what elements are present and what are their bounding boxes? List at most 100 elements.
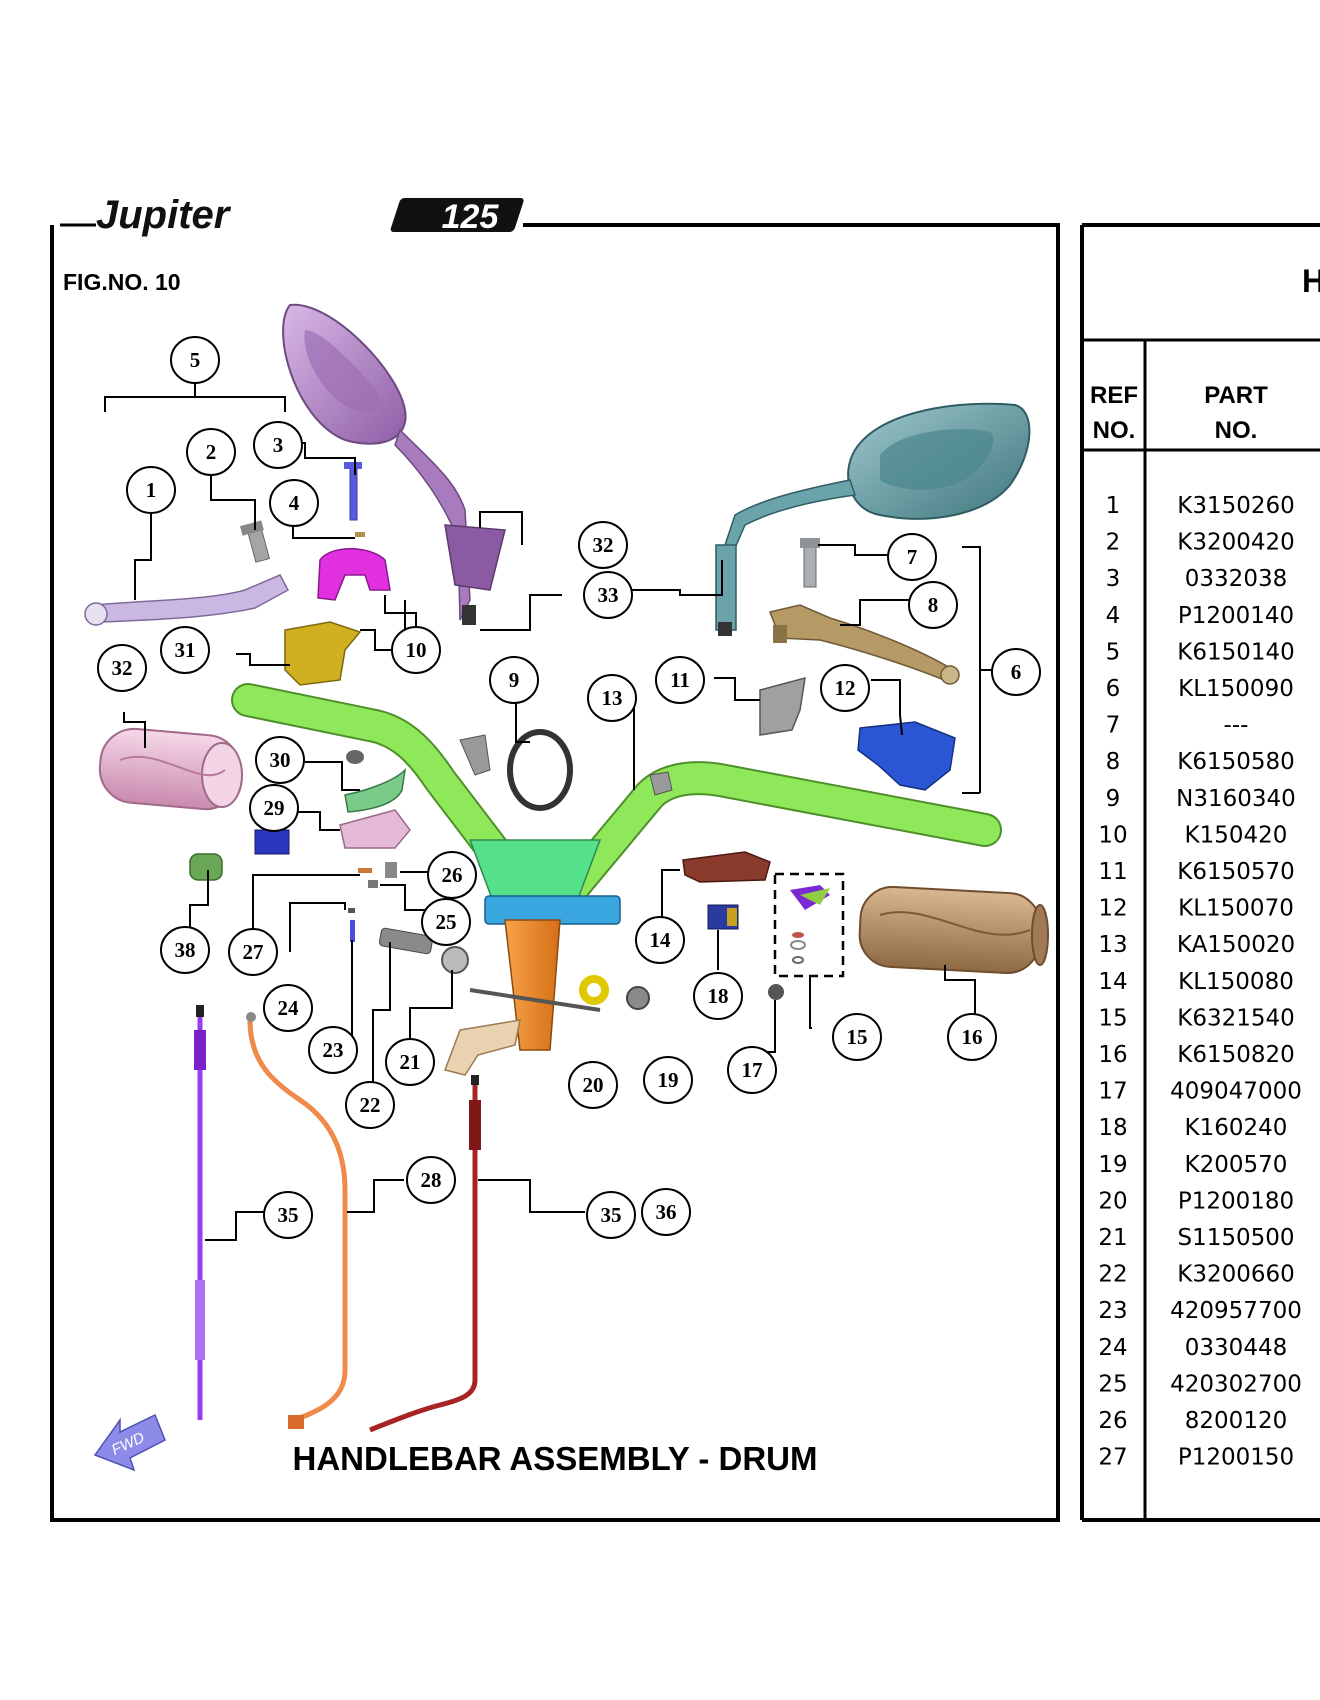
ref-no-cell: 23 xyxy=(1098,1298,1127,1324)
ref-header-1: REF xyxy=(1090,382,1138,409)
callout-7: 7 xyxy=(887,533,937,581)
ref-no-cell: 10 xyxy=(1098,822,1127,848)
part-no-cell: KL150070 xyxy=(1178,896,1294,922)
ref-no-cell: 5 xyxy=(1106,639,1121,665)
callout-8: 8 xyxy=(908,581,958,629)
switch-29 xyxy=(339,809,411,849)
ref-no-cell: 9 xyxy=(1106,786,1121,812)
callout-31: 31 xyxy=(160,626,210,674)
table-row: 24 0330448 xyxy=(1098,1335,1287,1361)
callout-27: 27 xyxy=(228,928,278,976)
callout-label: 27 xyxy=(243,940,264,964)
callout-35: 35 xyxy=(586,1191,636,1239)
ref-no-cell: 18 xyxy=(1098,1115,1127,1141)
ref-no-cell: 3 xyxy=(1106,566,1121,592)
callout-label: 3 xyxy=(273,433,284,457)
callout-label: 7 xyxy=(907,545,918,569)
part-no-cell: K150420 xyxy=(1185,822,1288,848)
lever-right xyxy=(768,604,960,685)
callout-label: 29 xyxy=(264,796,285,820)
callout-label: 25 xyxy=(436,910,457,934)
table-row: 7--- xyxy=(1106,713,1249,739)
housing-12 xyxy=(857,721,956,791)
callout-13: 13 xyxy=(587,674,637,722)
assembly-title: HANDLEBAR ASSEMBLY - DRUM xyxy=(293,1440,818,1477)
part-no-cell: 0330448 xyxy=(1185,1335,1287,1361)
ref-no-cell: 19 xyxy=(1098,1152,1127,1178)
ref-no-cell: 21 xyxy=(1098,1225,1127,1251)
part-no-cell: K200570 xyxy=(1185,1152,1288,1178)
callout-label: 35 xyxy=(601,1203,622,1227)
ref-no-cell: 24 xyxy=(1098,1335,1127,1361)
callout-label: 32 xyxy=(593,533,614,557)
callout-label: 19 xyxy=(658,1068,679,1092)
callout-label: 36 xyxy=(656,1200,677,1224)
callout-label: 18 xyxy=(708,984,729,1008)
callout-12: 12 xyxy=(820,664,870,712)
bolt-2 xyxy=(240,520,271,563)
callout-19: 19 xyxy=(643,1056,693,1104)
callout-38: 38 xyxy=(160,926,210,974)
part-no-cell: 409047000 xyxy=(1170,1079,1302,1105)
nut-17 xyxy=(768,984,784,1000)
callout-16: 16 xyxy=(947,1013,997,1061)
callout-28: 28 xyxy=(406,1156,456,1204)
part-no-cell: 420302700 xyxy=(1170,1371,1302,1397)
callout-17: 17 xyxy=(727,1046,777,1094)
parts-illustration: FWD xyxy=(84,303,1049,1472)
ref-no-cell: 25 xyxy=(1098,1371,1127,1397)
part-no-cell: K3150260 xyxy=(1177,493,1295,519)
callout-label: 38 xyxy=(175,938,196,962)
table-row: 10 K150420 xyxy=(1098,822,1287,848)
part-no-cell: K6150820 xyxy=(1177,1042,1295,1068)
clip-27 xyxy=(358,868,372,873)
pin-7 xyxy=(803,544,817,588)
ref-no-cell: 15 xyxy=(1098,1005,1127,1031)
callout-32: 32 xyxy=(578,521,628,569)
callout-label: 6 xyxy=(1011,660,1022,684)
part-header-1: PART xyxy=(1204,382,1268,409)
ref-no-cell: 22 xyxy=(1098,1262,1127,1288)
callout-label: 31 xyxy=(175,638,196,662)
part-no-cell: P1200150 xyxy=(1178,1445,1294,1471)
brand-logo: Jupiter 125 xyxy=(60,193,524,237)
ref-no-cell: 26 xyxy=(1098,1408,1127,1434)
callout-26: 26 xyxy=(427,851,477,899)
callout-4: 4 xyxy=(269,479,319,527)
part-no-cell: KL150090 xyxy=(1178,676,1294,702)
part-no-cell: K6321540 xyxy=(1177,1005,1295,1031)
callout-label: 33 xyxy=(598,583,619,607)
ring-20 xyxy=(579,975,609,1005)
callout-label: 16 xyxy=(962,1025,983,1049)
bracket-11 xyxy=(759,676,806,736)
callout-2: 2 xyxy=(186,428,236,476)
callout-24: 24 xyxy=(263,984,313,1032)
plug-38 xyxy=(189,853,223,881)
callout-9: 9 xyxy=(489,656,539,704)
callout-15: 15 xyxy=(832,1013,882,1061)
callout-label: 8 xyxy=(928,593,939,617)
part-no-cell: K3200420 xyxy=(1177,530,1295,556)
callout-35: 35 xyxy=(263,1191,313,1239)
lever-left xyxy=(84,574,290,626)
callout-label: 22 xyxy=(360,1093,381,1117)
callout-label: 10 xyxy=(406,638,427,662)
callout-21: 21 xyxy=(385,1038,435,1086)
ref-no-cell: 27 xyxy=(1098,1445,1127,1471)
callout-25: 25 xyxy=(421,898,471,946)
nut-25 xyxy=(368,880,378,888)
callout-label: 28 xyxy=(421,1168,442,1192)
grip-right xyxy=(858,885,1049,975)
callout-36: 36 xyxy=(641,1188,691,1236)
callout-18: 18 xyxy=(693,972,743,1020)
leader-lines xyxy=(104,380,995,1241)
callout-10: 10 xyxy=(391,626,441,674)
